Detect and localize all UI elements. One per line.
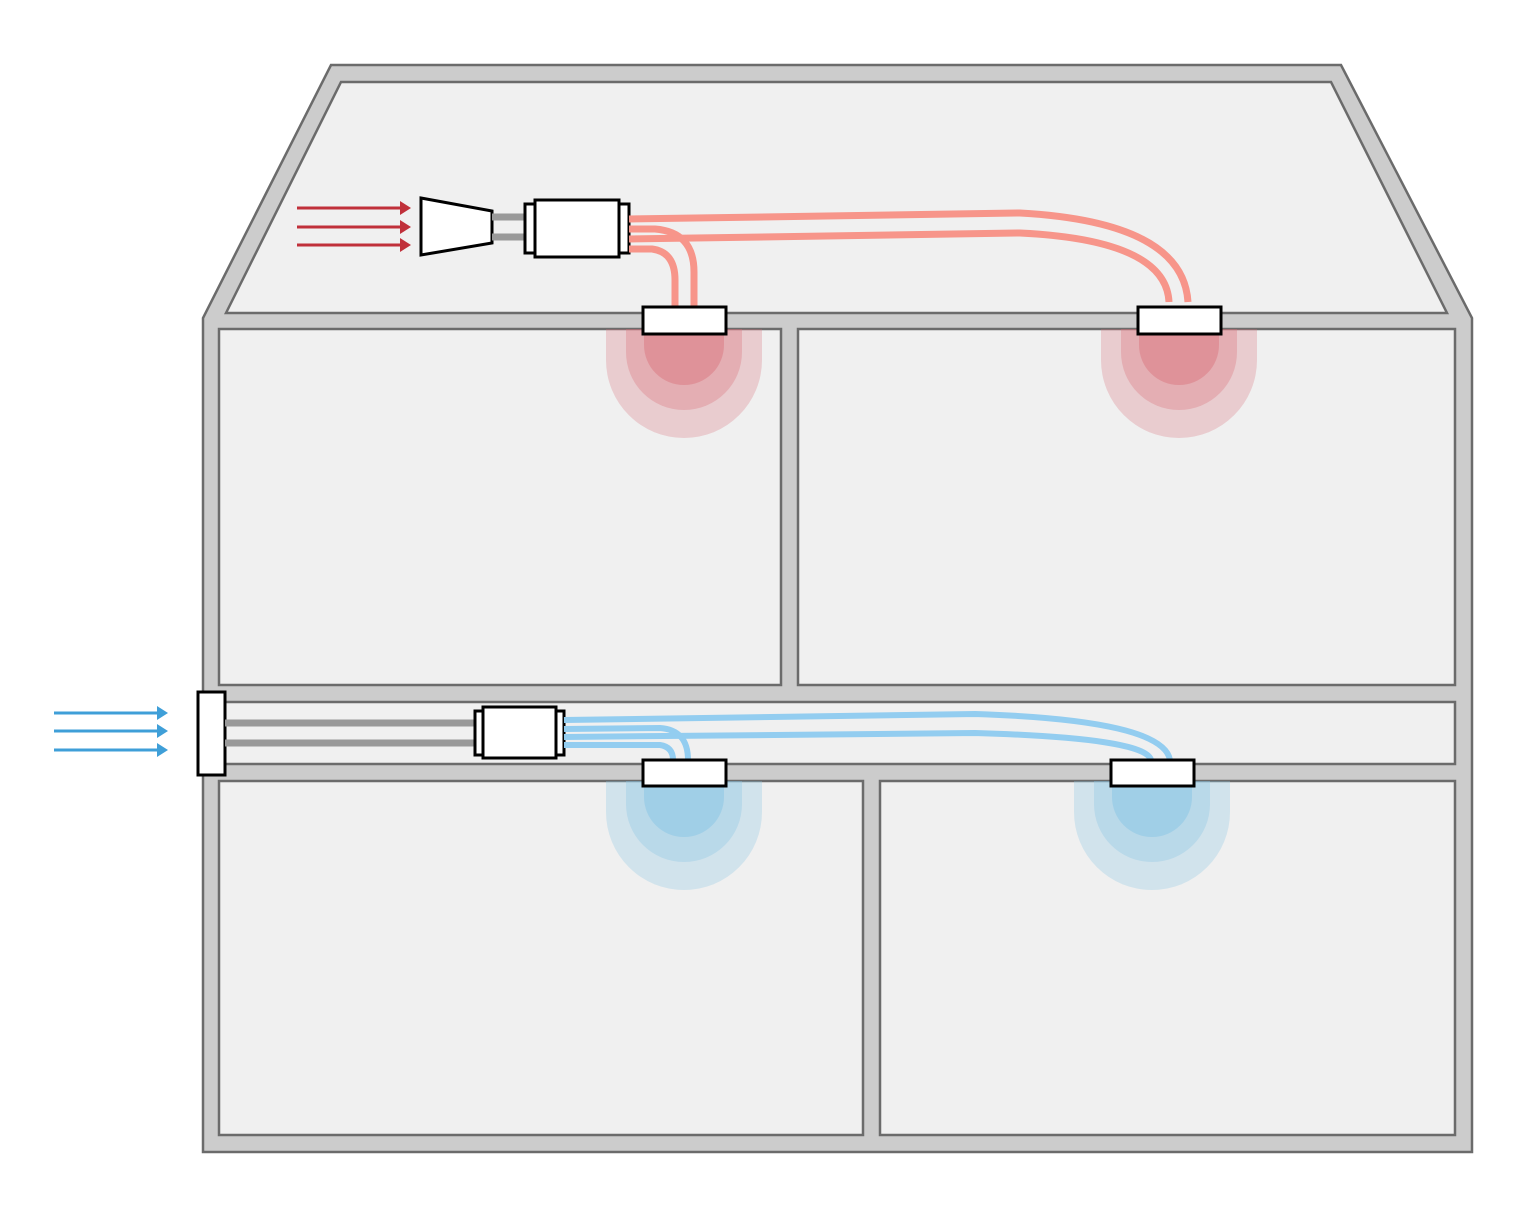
warm-inflow-arrows bbox=[297, 201, 411, 252]
warm-connector-pipes bbox=[492, 213, 527, 241]
warm-heat-unit bbox=[523, 198, 631, 259]
cool-duct-long bbox=[563, 710, 1173, 762]
warm-outlet-diffuser-2 bbox=[1136, 305, 1223, 336]
cool-outlet-diffuser-2 bbox=[1109, 758, 1196, 788]
cool-wall-inlet-vent bbox=[196, 690, 227, 777]
warm-outlet-glow-1 bbox=[606, 329, 762, 438]
cool-outlet-glow-2 bbox=[1074, 781, 1230, 890]
triple-arrow-right-icon bbox=[297, 201, 411, 252]
cool-inflow-arrows bbox=[54, 706, 168, 757]
lower-right-room bbox=[878, 779, 1457, 1137]
attic-space bbox=[223, 80, 1450, 315]
lower-left-room bbox=[217, 779, 865, 1137]
upper-right-room bbox=[796, 327, 1457, 687]
upper-left-room bbox=[217, 327, 783, 687]
cool-outlet-glow-1 bbox=[606, 781, 762, 890]
warm-outlet-diffuser-1 bbox=[641, 305, 728, 336]
warm-outlet-glow-2 bbox=[1101, 329, 1257, 438]
cool-air-unit bbox=[473, 705, 566, 760]
warm-intake-hood bbox=[419, 196, 494, 257]
triple-arrow-right-icon bbox=[54, 706, 168, 757]
cool-outlet-diffuser-1 bbox=[641, 758, 728, 788]
warm-duct-long bbox=[628, 209, 1192, 303]
cool-duct-short bbox=[563, 724, 691, 761]
cool-connector-pipes bbox=[225, 719, 477, 747]
warm-duct-short bbox=[629, 225, 698, 308]
